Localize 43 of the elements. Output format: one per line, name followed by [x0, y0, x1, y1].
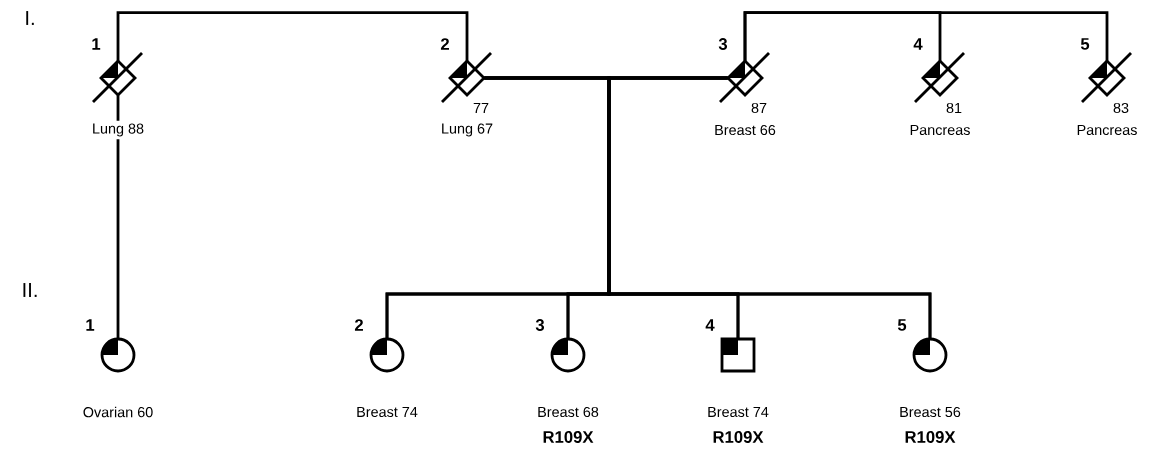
generation-label: I. [26, 11, 34, 25]
mutation-label: R109X [539, 428, 597, 446]
pedigree-symbol [719, 52, 770, 103]
pedigree-line [116, 11, 469, 61]
pedigree-symbol [92, 52, 143, 103]
mutation-label: R109X [709, 428, 767, 446]
person-number: 4 [702, 316, 718, 334]
diagnosis-label: Ovarian 60 [80, 404, 156, 420]
diagnosis-label: Pancreas [906, 122, 974, 138]
person-number: 3 [715, 35, 731, 53]
diagnosis-label: Breast 74 [704, 404, 772, 420]
diagnosis-label: Lung 67 [438, 120, 496, 140]
pedigree-symbol [914, 52, 965, 103]
pedigree-symbol [912, 337, 948, 373]
person-number: 2 [437, 35, 453, 53]
pedigree-line [607, 76, 932, 339]
pedigree-line [743, 11, 1109, 61]
pedigree-symbol [550, 337, 586, 373]
person-number: 5 [894, 316, 910, 334]
pedigree-symbol [369, 337, 405, 373]
person-number: 1 [88, 35, 104, 53]
age-label: 83 [1110, 100, 1132, 116]
person-number: 2 [351, 316, 367, 334]
diagnosis-label: Breast 56 [896, 404, 964, 420]
person-number: 5 [1077, 35, 1093, 53]
person-number: 1 [82, 316, 98, 334]
pedigree-symbol [1081, 52, 1132, 103]
diagnosis-label: Breast 74 [353, 404, 421, 420]
age-label: 87 [748, 100, 770, 116]
diagnosis-label: Lung 88 [89, 120, 147, 140]
age-label: 81 [943, 100, 965, 116]
pedigree-symbol [720, 337, 756, 373]
diagnosis-label: Breast 66 [711, 122, 779, 138]
pedigree-symbol [441, 52, 492, 103]
pedigree-line [116, 95, 120, 339]
mutation-label: R109X [901, 428, 959, 446]
person-number: 3 [532, 316, 548, 334]
age-label: 77 [470, 100, 492, 116]
generation-label: II. [23, 283, 37, 297]
person-number: 4 [910, 35, 926, 53]
diagnosis-label: Breast 68 [534, 404, 602, 420]
diagnosis-label: Pancreas [1073, 122, 1141, 138]
pedigree-symbol [100, 337, 136, 373]
